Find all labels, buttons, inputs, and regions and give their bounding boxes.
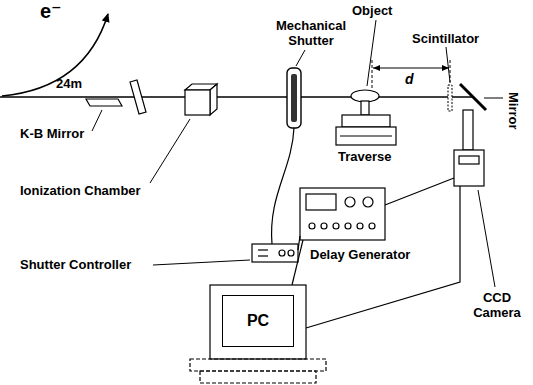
ccd-camera [454,110,484,186]
node-text: PC [247,312,269,330]
ionization-chamber [185,84,217,115]
part-name: Ionization Chamber [20,183,141,198]
pc-computer [190,285,326,383]
part-name: Traverse [338,149,392,164]
kb-mirror-1 [86,99,122,106]
shutter-controller [252,244,298,262]
part-name: K-B Mirror [20,126,84,141]
part-name: Object [352,3,392,18]
scintillator [448,85,452,111]
delay-generator [300,188,385,240]
part-name: Mirror [506,92,521,130]
distance-label: 24m [56,76,82,91]
kb-mirror-2 [130,80,146,114]
beam-line [0,96,472,97]
particle-label: e⁻ [40,0,62,22]
mirror [460,84,486,110]
part-name: Delay Generator [310,247,410,262]
dimension-label: d [405,72,414,87]
object-traverse [336,90,396,145]
distance-dimension [372,60,450,90]
electron-orbit [2,14,108,96]
mechanical-shutter [287,68,301,128]
part-name: CCD Camera [466,290,528,320]
part-name: Scintillator [412,31,479,46]
leader-lines [92,20,503,287]
monitor-screen: PC [222,295,294,347]
part-name: Mechanical Shutter [266,18,356,48]
part-name: Shutter Controller [20,257,131,272]
